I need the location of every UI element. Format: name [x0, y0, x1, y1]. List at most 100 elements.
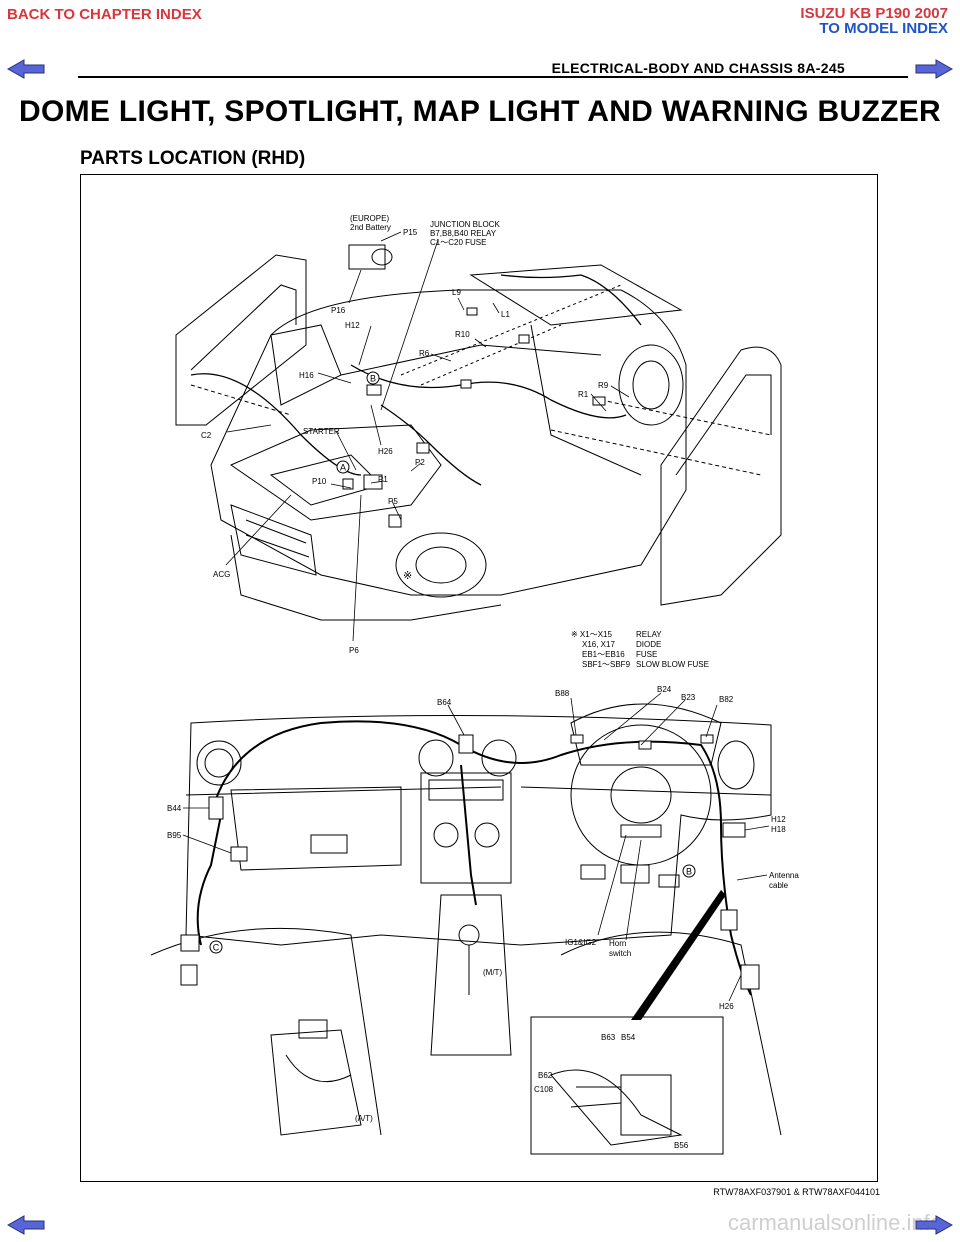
svg-text:B: B [370, 374, 376, 384]
label-l1: L1 [501, 310, 510, 319]
label-h26-dash: H26 [719, 1002, 734, 1011]
parts-location-figure: A B B C (EUROPE) 2nd Battery P15 JUNCTIO… [80, 174, 878, 1182]
label-relay: B7,B8,B40 RELAY [430, 229, 497, 238]
connector-b95 [230, 846, 248, 862]
label-p10: P10 [312, 477, 327, 486]
rear-wheel [618, 344, 684, 426]
engine-bay [229, 424, 442, 521]
instrument-cluster [570, 703, 722, 766]
label-asterisk: ※ [403, 570, 412, 582]
label-horn: Horn [609, 939, 626, 948]
header-divider [78, 76, 908, 78]
section-header: ELECTRICAL-BODY AND CHASSIS 8A-245 [551, 60, 845, 76]
label-l9: L9 [452, 288, 461, 297]
legend: ※ X1～X15 RELAY X16, X17 DIODE EB1～EB16 F… [571, 630, 709, 669]
label-b63: B63 [601, 1033, 616, 1042]
label-c2: C2 [201, 431, 212, 440]
label-mt: (M/T) [483, 968, 502, 977]
model-title: ISUZU KB P190 2007 [800, 5, 948, 22]
label-b95: B95 [167, 831, 182, 840]
legend-desc-2: DIODE [636, 640, 661, 649]
svg-text:A: A [340, 463, 346, 473]
connector-b44 [208, 796, 224, 820]
center-vent-right [481, 739, 517, 777]
legend-code-3: EB1～EB16 [582, 650, 625, 659]
label-r1: R1 [578, 390, 589, 399]
right-door-outline [660, 346, 782, 606]
detail-inset-box [530, 1016, 724, 1155]
label-p15: P15 [403, 228, 418, 237]
next-page-arrow-icon[interactable] [914, 58, 954, 80]
label-acg: ACG [213, 570, 230, 579]
at-shifter-inset [270, 1029, 362, 1136]
label-p16: P16 [331, 306, 346, 315]
center-vent-left [418, 739, 454, 777]
label-r9: R9 [598, 381, 609, 390]
legend-code-4: SBF1～SBF9 [582, 660, 631, 669]
label-cable: cable [769, 881, 789, 890]
front-wheel [395, 532, 487, 598]
label-c108: C108 [534, 1085, 554, 1094]
label-h16: H16 [299, 371, 314, 380]
right-vent [717, 740, 755, 790]
label-b54: B54 [621, 1033, 636, 1042]
label-switch: switch [609, 949, 631, 958]
back-to-chapter-index-link[interactable]: BACK TO CHAPTER INDEX [7, 6, 202, 23]
label-antenna: Antenna [769, 871, 799, 880]
marker-b-dash: B [682, 864, 696, 878]
label-p1: P1 [378, 475, 388, 484]
legend-code-1: ※ X1～X15 [571, 630, 612, 639]
label-b24: B24 [657, 685, 672, 694]
label-h18: H18 [771, 825, 786, 834]
legend-desc-3: FUSE [636, 650, 657, 659]
label-junction-block: JUNCTION BLOCK [430, 220, 500, 229]
label-h26: H26 [378, 447, 393, 456]
legend-desc-4: SLOW BLOW FUSE [636, 660, 709, 669]
dashboard-outline [185, 714, 772, 946]
second-battery [348, 244, 386, 270]
parts-location-drawing: A B B C (EUROPE) 2nd Battery P15 JUNCTIO… [150, 214, 799, 1155]
vehicle-body-outline [210, 289, 687, 596]
model-index-link[interactable]: ISUZU KB P190 2007 TO MODEL INDEX [800, 6, 948, 36]
glovebox [230, 786, 402, 871]
label-r10: R10 [455, 330, 470, 339]
section-subtitle: PARTS LOCATION (RHD) [80, 148, 306, 169]
label-ig: IG1&IG2 [565, 938, 597, 947]
label-p5: P5 [388, 497, 398, 506]
svg-text:B: B [686, 867, 692, 877]
label-b88: B88 [555, 689, 570, 698]
label-b64: B64 [437, 698, 452, 707]
to-model-index-label: TO MODEL INDEX [819, 20, 948, 37]
label-b62: B62 [538, 1071, 553, 1080]
center-console [430, 894, 512, 1056]
next-page-bottom-arrow-icon[interactable] [914, 1214, 954, 1236]
previous-page-arrow-icon[interactable] [6, 58, 46, 80]
marker-b-vehicle: B [366, 371, 380, 385]
page-title: DOME LIGHT, SPOTLIGHT, MAP LIGHT AND WAR… [19, 95, 941, 128]
label-b56: B56 [674, 1141, 689, 1150]
figure-code: RTW78AXF037901 & RTW78AXF044101 [713, 1187, 880, 1197]
left-vent [196, 740, 242, 786]
legend-code-2: X16, X17 [582, 640, 615, 649]
label-fuse: C1～C20 FUSE [430, 238, 486, 247]
label-b82: B82 [719, 695, 734, 704]
label-p2: P2 [415, 458, 425, 467]
label-second-battery: 2nd Battery [350, 223, 391, 232]
label-h12: H12 [345, 321, 360, 330]
label-h12-dash: H12 [771, 815, 786, 824]
center-stack [420, 772, 512, 884]
left-door-outline [175, 254, 307, 426]
legend-desc-1: RELAY [636, 630, 662, 639]
label-europe: (EUROPE) [350, 214, 389, 223]
marker-a: A [336, 460, 350, 474]
watermark: carmanualsonline.info [727, 1210, 942, 1235]
previous-page-bottom-arrow-icon[interactable] [6, 1214, 46, 1236]
label-b44: B44 [167, 804, 182, 813]
label-p6: P6 [349, 646, 359, 655]
label-at: (A/T) [355, 1114, 373, 1123]
label-starter: STARTER [303, 427, 340, 436]
label-b23: B23 [681, 693, 696, 702]
grille [230, 504, 317, 576]
svg-text:C: C [213, 943, 220, 953]
marker-c: C [209, 940, 223, 954]
